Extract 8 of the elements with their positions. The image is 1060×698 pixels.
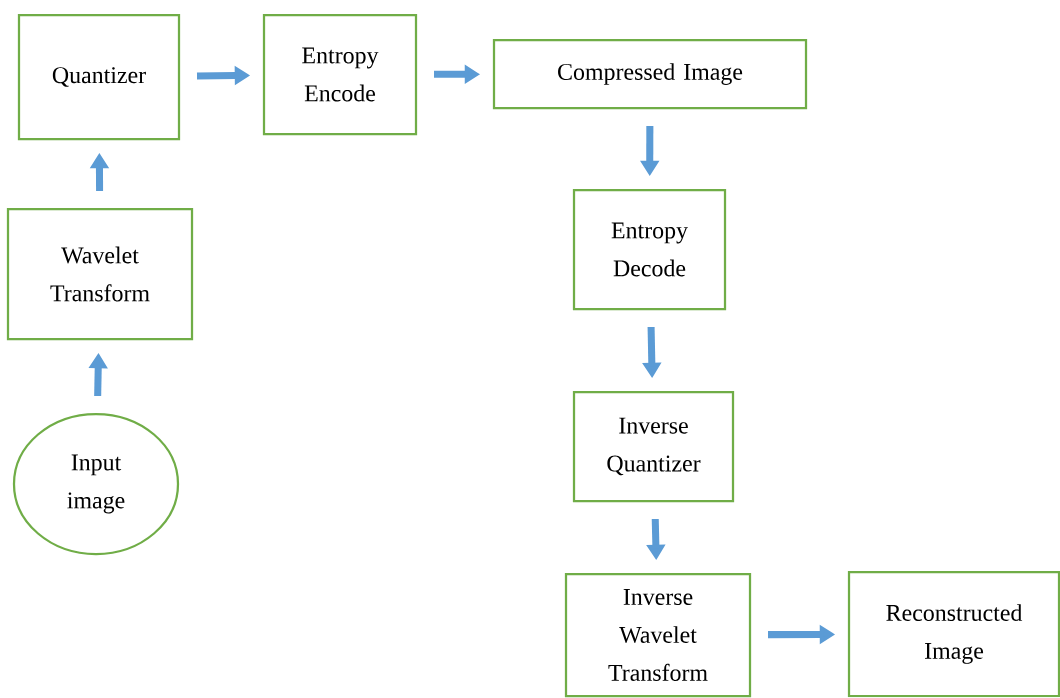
- process-box: Entropy Decode: [572, 188, 727, 311]
- process-box: Quantizer: [17, 13, 181, 141]
- process-box: Entropy Encode: [262, 13, 418, 136]
- process-box: Compressed Image: [492, 38, 808, 110]
- process-box: Inverse Quantizer: [572, 390, 735, 503]
- process-box: Wavelet Transform: [6, 207, 194, 341]
- process-box: Inverse Wavelet Transform: [564, 572, 752, 698]
- process-box: Reconstructed Image: [847, 570, 1060, 698]
